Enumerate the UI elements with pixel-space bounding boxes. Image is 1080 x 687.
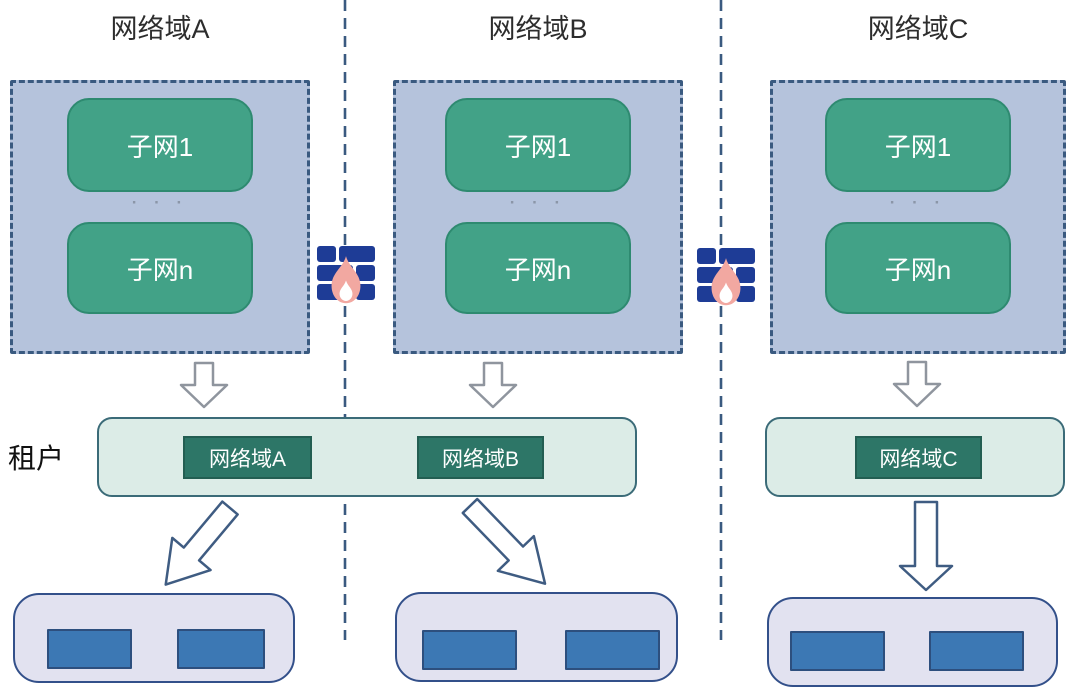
tenant-chip-domain-c: 网络域C [855,436,982,479]
tenant-label: 租户 [8,443,65,474]
resource-box-a [13,593,295,683]
subnet-ellipsis: · · · [889,193,947,212]
resource-item [422,630,517,670]
tenant-chip-domain-b: 网络域B [417,436,544,479]
tenant-box-c: 网络域C [765,417,1065,497]
flame-icon [331,256,361,304]
firewall-icon [697,248,755,306]
resource-item [929,631,1024,671]
resource-box-c [767,597,1058,687]
tenant-chip-domain-a: 网络域A [183,436,312,479]
domain-b-subnet-n: 子网n [445,222,631,314]
tenant-box-ab: 网络域A 网络域B [97,417,637,497]
resource-item [47,629,132,669]
domain-a-subnet-n: 子网n [67,222,253,314]
subnet-ellipsis: · · · [131,193,189,212]
arrow-domain-b-to-tenant [468,361,518,409]
domain-c-box: 子网1 · · · 子网n [770,80,1066,354]
resource-item [177,629,265,669]
resource-item [790,631,885,671]
domain-b-box: 子网1 · · · 子网n [393,80,683,354]
arrow-domain-c-to-tenant [892,360,942,408]
domain-a-title: 网络域A [110,14,210,44]
arrow-domain-a-to-tenant [179,361,229,409]
arrow-tenant-to-resource-c [898,500,954,592]
resource-box-b [395,592,678,682]
firewall-icon [317,246,375,304]
domain-c-subnet-n: 子网n [825,222,1011,314]
arrow-tenant-to-resource-b [461,497,547,585]
domain-a-subnet-1: 子网1 [67,98,253,192]
resource-item [565,630,660,670]
domain-c-subnet-1: 子网1 [825,98,1011,192]
subnet-ellipsis: · · · [509,193,567,212]
arrow-tenant-to-resource-a [164,500,239,586]
flame-icon [711,258,741,306]
domain-a-box: 子网1 · · · 子网n [10,80,310,354]
domain-c-title: 网络域C [867,14,969,44]
domain-b-subnet-1: 子网1 [445,98,631,192]
domain-b-title: 网络域B [488,14,588,44]
